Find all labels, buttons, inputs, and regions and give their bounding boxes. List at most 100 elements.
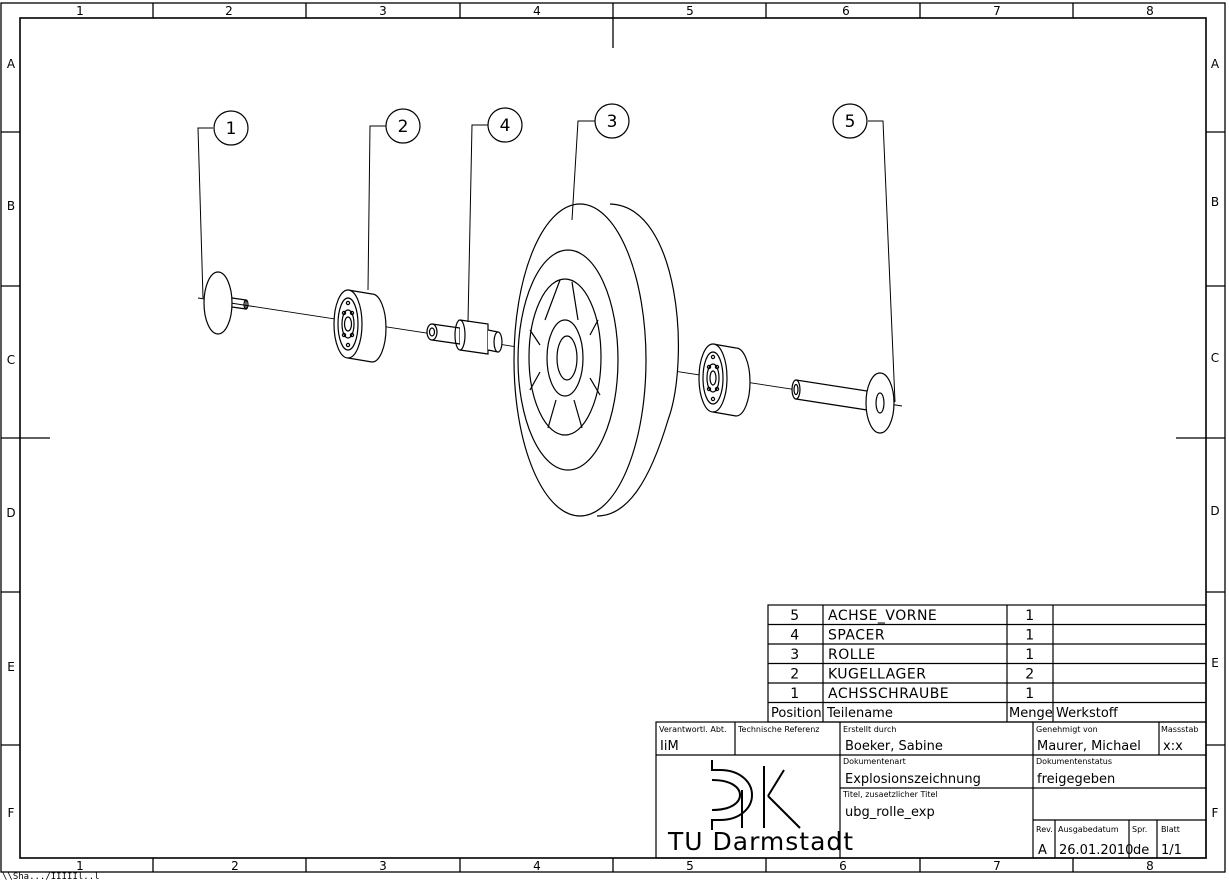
balloon-4 [487,107,523,143]
row-label: F [1212,806,1219,820]
bom-table: 5 ACHSE_VORNE 1 4 SPACER 1 3 ROLLE 1 2 K… [767,604,1207,723]
bom-position: 4 [790,628,799,644]
bom-position: 2 [790,667,799,683]
part-roller [513,203,679,517]
title-label: Titel, zusaetzlicher Titel [842,790,938,799]
bom-row: 1 ACHSSCHRAUBE 1 [790,686,1034,702]
bom-quantity: 1 [1025,686,1034,702]
bom-position: 1 [790,686,799,702]
rev-value: A [1038,843,1047,858]
balloon-label: 5 [845,112,856,132]
leader-lines [197,120,896,403]
doctype-value: Explosionszeichnung [845,772,981,787]
sheet-value: 1/1 [1161,843,1182,858]
date-label: Ausgabedatum [1058,825,1119,834]
col-label: 6 [842,4,850,18]
sheet-label: Blatt [1161,825,1180,834]
footer-path-note: \\Sha.../IIIIIl..l [2,872,100,882]
exploded-view [197,203,903,517]
bom-row: 2 KUGELLAGER 2 [790,667,1034,683]
row-label: D [6,506,15,520]
row-labels-right: A B C D E F [1210,57,1220,820]
scale-value: x:x [1163,739,1183,754]
bom-row: 4 SPACER 1 [790,628,1034,644]
lang-value: de [1133,843,1149,858]
balloon-2 [385,108,421,144]
bom-header-material: Werkstoff [1056,706,1119,721]
balloon-label: 4 [500,116,511,136]
bom-quantity: 2 [1025,667,1034,683]
col-label: 4 [533,4,541,18]
bom-part-name: SPACER [828,628,885,644]
col-label: 5 [686,4,694,18]
balloon-label: 1 [226,119,237,139]
bom-quantity: 1 [1025,647,1034,663]
tu-darmstadt-logo-icon [711,760,801,830]
title-block: Verantwortl. Abt. Technische Referenz Er… [655,721,1207,859]
col-label: 8 [1146,859,1154,873]
balloon-label: 2 [398,117,409,137]
part-bearing-right [698,343,751,417]
docstatus-label: Dokumentenstatus [1036,757,1112,766]
bom-row: 5 ACHSE_VORNE 1 [790,608,1034,624]
doctype-label: Dokumentenart [843,757,906,766]
bom-quantity: 1 [1025,608,1034,624]
bom-header-row: Position Teilename Menge Werkstoff [771,706,1119,721]
column-labels-bottom: 1 2 3 4 5 6 7 8 [76,859,1154,873]
part-front-axle [791,372,895,434]
rev-label: Rev. [1036,825,1053,834]
org-name: TU Darmstadt [667,827,854,856]
docstatus-value: freigegeben [1037,772,1115,787]
title-value: ubg_rolle_exp [845,805,935,820]
row-label: B [1211,195,1219,209]
bom-part-name: KUGELLAGER [828,667,926,683]
zone-ticks [1,3,1225,872]
responsible-value: IiM [660,739,679,754]
row-label: C [1211,351,1219,365]
part-bearing-left [333,289,387,363]
row-label: A [1211,57,1220,71]
row-label: E [7,660,15,674]
approved-value: Maurer, Michael [1037,739,1141,754]
created-value: Boeker, Sabine [845,739,943,754]
row-labels-left: A B C D E F [6,57,16,820]
col-label: 3 [379,859,387,873]
row-label: F [8,806,15,820]
tech-ref-label: Technische Referenz [737,725,819,734]
col-label: 6 [839,859,847,873]
col-label: 1 [76,859,84,873]
col-label: 3 [379,4,387,18]
bom-position: 5 [790,608,799,624]
balloon-5 [832,103,868,139]
column-labels-top: 1 2 3 4 5 6 7 8 [76,4,1154,18]
balloons: 1 2 4 3 5 [213,103,868,146]
col-label: 4 [533,859,541,873]
balloon-3 [594,103,630,139]
approved-label: Genehmigt von [1036,725,1098,734]
row-label: B [7,199,15,213]
bom-quantity: 1 [1025,628,1034,644]
bom-part-name: ACHSE_VORNE [828,608,937,624]
bom-part-name: ROLLE [828,647,876,663]
col-label: 8 [1146,4,1154,18]
row-label: C [7,353,15,367]
lang-label: Spr. [1132,825,1147,834]
row-label: D [1210,504,1219,518]
bom-header-position: Position [771,706,822,721]
col-label: 5 [686,859,694,873]
col-label: 1 [76,4,84,18]
row-label: E [1211,656,1219,670]
bom-part-name: ACHSSCHRAUBE [828,686,949,702]
bom-row: 3 ROLLE 1 [790,647,1034,663]
part-spacer [426,319,503,355]
balloon-1 [213,110,249,146]
balloon-label: 3 [607,112,618,132]
bom-header-name: Teilename [826,706,893,721]
bom-header-qty: Menge [1009,706,1053,721]
created-label: Erstellt durch [843,725,896,734]
responsible-label: Verantwortl. Abt. [659,725,727,734]
col-label: 7 [993,4,1001,18]
col-label: 2 [231,859,239,873]
scale-label: Massstab [1161,725,1198,734]
date-value: 26.01.2010 [1059,843,1133,858]
